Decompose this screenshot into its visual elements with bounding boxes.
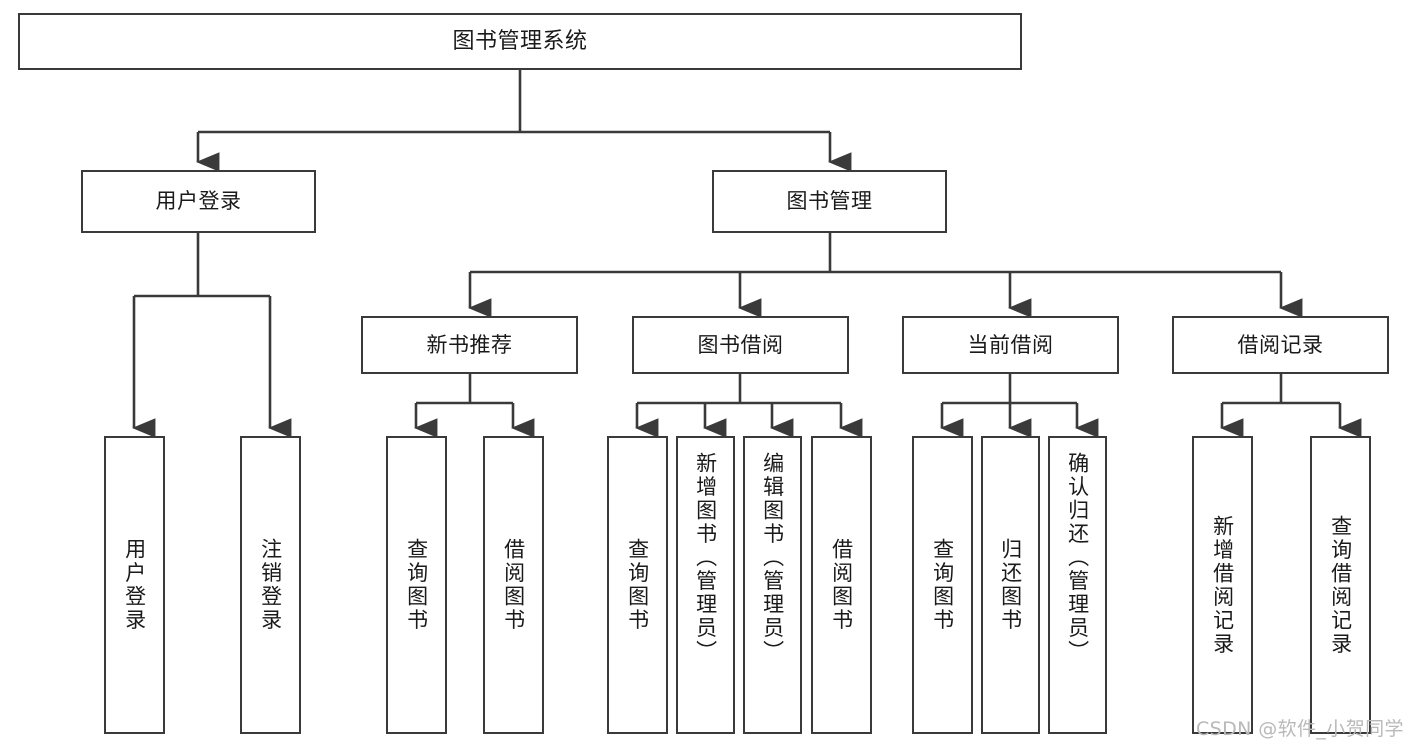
node-leaf-add-book[interactable]: 新增图书（管理员） bbox=[676, 436, 735, 734]
node-book-borrow-label: 图书借阅 bbox=[697, 332, 784, 357]
node-new-book-rec[interactable]: 新书推荐 bbox=[361, 316, 578, 374]
node-leaf-logout[interactable]: 注销登录 bbox=[240, 436, 301, 734]
node-leaf-borrow-book-1-label: 借阅图书 bbox=[501, 538, 526, 632]
node-leaf-edit-book[interactable]: 编辑图书（管理员） bbox=[743, 436, 802, 734]
node-user-login[interactable]: 用户登录 bbox=[81, 170, 316, 233]
node-leaf-add-record-label: 新增借阅记录 bbox=[1210, 514, 1235, 656]
node-current-borrow-label: 当前借阅 bbox=[967, 332, 1054, 357]
node-leaf-user-login[interactable]: 用户登录 bbox=[104, 436, 165, 734]
node-root[interactable]: 图书管理系统 bbox=[18, 13, 1022, 70]
node-new-book-rec-label: 新书推荐 bbox=[426, 332, 513, 357]
node-leaf-query-record-label: 查询借阅记录 bbox=[1328, 514, 1353, 656]
node-user-login-label: 用户登录 bbox=[155, 189, 242, 214]
node-leaf-confirm-return[interactable]: 确认归还（管理员） bbox=[1048, 436, 1107, 734]
node-book-manage-label: 图书管理 bbox=[786, 189, 873, 214]
csdn-watermark: CSDN @软件_小贺同学 bbox=[1196, 718, 1404, 740]
node-leaf-user-login-label: 用户登录 bbox=[122, 538, 147, 632]
node-book-borrow[interactable]: 图书借阅 bbox=[632, 316, 849, 374]
node-leaf-query-record[interactable]: 查询借阅记录 bbox=[1310, 436, 1371, 734]
node-root-label: 图书管理系统 bbox=[452, 28, 588, 54]
node-leaf-query-book-1-label: 查询图书 bbox=[404, 538, 429, 632]
node-leaf-edit-book-label: 编辑图书（管理员） bbox=[760, 452, 785, 664]
node-leaf-confirm-return-label: 确认归还（管理员） bbox=[1065, 452, 1090, 664]
node-leaf-query-book-2[interactable]: 查询图书 bbox=[607, 436, 668, 734]
node-leaf-borrow-book-2[interactable]: 借阅图书 bbox=[811, 436, 872, 734]
node-leaf-add-record[interactable]: 新增借阅记录 bbox=[1192, 436, 1253, 734]
node-leaf-borrow-book-1[interactable]: 借阅图书 bbox=[483, 436, 544, 734]
node-leaf-return-book[interactable]: 归还图书 bbox=[981, 436, 1040, 734]
node-borrow-record-label: 借阅记录 bbox=[1237, 332, 1324, 357]
node-borrow-record[interactable]: 借阅记录 bbox=[1172, 316, 1389, 374]
node-current-borrow[interactable]: 当前借阅 bbox=[902, 316, 1119, 374]
node-leaf-query-book-3-label: 查询图书 bbox=[930, 538, 955, 632]
node-leaf-query-book-1[interactable]: 查询图书 bbox=[386, 436, 447, 734]
node-leaf-query-book-3[interactable]: 查询图书 bbox=[912, 436, 973, 734]
node-leaf-return-book-label: 归还图书 bbox=[998, 538, 1023, 632]
node-leaf-logout-label: 注销登录 bbox=[258, 538, 283, 632]
node-book-manage[interactable]: 图书管理 bbox=[712, 170, 947, 233]
node-leaf-query-book-2-label: 查询图书 bbox=[625, 538, 650, 632]
node-leaf-borrow-book-2-label: 借阅图书 bbox=[829, 538, 854, 632]
node-leaf-add-book-label: 新增图书（管理员） bbox=[693, 452, 718, 664]
